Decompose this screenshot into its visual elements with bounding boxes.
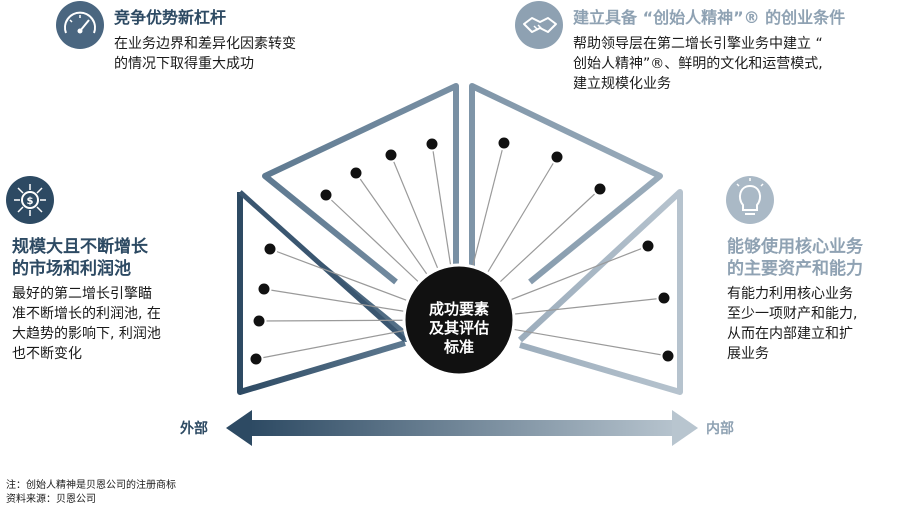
footnote-source: 资料来源：贝恩公司 [6, 494, 96, 505]
text-line: 能够使用核心业务 [727, 237, 863, 257]
center-label: 成功要素 及其评估 标准 [404, 300, 514, 357]
criterion-dot [348, 165, 364, 181]
criterion-dot [251, 313, 267, 329]
text-line: 的主要资产和能力 [727, 259, 863, 279]
factor-body-top-right: 帮助领导层在第二增长引擎业务中建立 “ 创始人精神”®、鲜明的文化和运营模式, … [573, 34, 823, 94]
text-line: 大趋势的影响下, 利润池 [12, 326, 161, 342]
criterion-dot [496, 135, 512, 151]
text-line: 规模大且不断增长 [12, 237, 148, 257]
criterion-dot [262, 241, 278, 257]
criterion-dot [318, 187, 334, 203]
factor-body-left: 最好的第二增长引擎瞄 准不断增长的利润池, 在 大趋势的影响下, 利润池 也不断… [12, 284, 161, 364]
text-line: 创始人精神”®、鲜明的文化和运营模式, [573, 56, 823, 72]
text-line: 至少一项财产和能力, [727, 306, 858, 322]
criterion-dot [656, 290, 672, 306]
footnote-trademark: 注：创始人精神是贝恩公司的注册商标 [6, 480, 176, 491]
text-line: 有能力利用核心业务 [727, 286, 853, 302]
svg-text:$: $ [27, 196, 34, 207]
criterion-dot [592, 181, 608, 197]
text-line: 建立规模化业务 [573, 76, 671, 92]
text-line: 帮助领导层在第二增长引擎业务中建立 “ [573, 36, 823, 52]
text-line: 在业务边界和差异化因素转变 [114, 36, 296, 52]
text-line: 及其评估 [428, 319, 489, 337]
panel-left [237, 190, 440, 395]
center-circle [402, 263, 516, 377]
text-line: 成功要素 [428, 300, 489, 318]
criterion-dot [248, 351, 264, 367]
text-line: 准不断增长的利润池, 在 [12, 306, 161, 322]
criterion-dot [383, 147, 399, 163]
factor-title-right: 能够使用核心业务 的主要资产和能力 [727, 236, 863, 280]
factor-title-top-left: 竞争优势新杠杆 [114, 8, 227, 27]
panel-right [517, 189, 683, 395]
text-line: 展业务 [727, 346, 769, 362]
text-line: 也不断变化 [12, 346, 82, 362]
criterion-dot [424, 136, 440, 152]
factor-title-top-right: 建立具备 “创始人精神”® 的创业条件 [573, 8, 846, 27]
text-line: 的市场和利润池 [12, 259, 131, 279]
criterion-dot [640, 238, 656, 254]
gauge-icon [56, 1, 104, 49]
criterion-dot [660, 348, 676, 364]
lightbulb-icon [726, 176, 774, 224]
criterion-dot [256, 281, 272, 297]
factor-title-left: 规模大且不断增长 的市场和利润池 [12, 236, 148, 280]
panel-top-left [262, 83, 459, 285]
money-network-icon: $ [6, 176, 54, 224]
text-line: 最好的第二增长引擎瞄 [12, 286, 152, 302]
text-line: 的情况下取得重大成功 [114, 56, 254, 72]
axis-label-internal: 内部 [706, 421, 734, 437]
factor-body-right: 有能力利用核心业务 至少一项财产和能力, 从而在内部建立和扩 展业务 [727, 284, 857, 364]
axis-label-external: 外部 [180, 421, 208, 437]
text-line: 标准 [443, 338, 474, 356]
factor-body-top-left: 在业务边界和差异化因素转变 的情况下取得重大成功 [114, 34, 296, 74]
panel-top-right [469, 83, 663, 285]
criterion-dot [549, 149, 565, 165]
text-line: 从而在内部建立和扩 [727, 326, 853, 342]
axis-arrow [226, 410, 698, 446]
handshake-icon [515, 1, 563, 49]
